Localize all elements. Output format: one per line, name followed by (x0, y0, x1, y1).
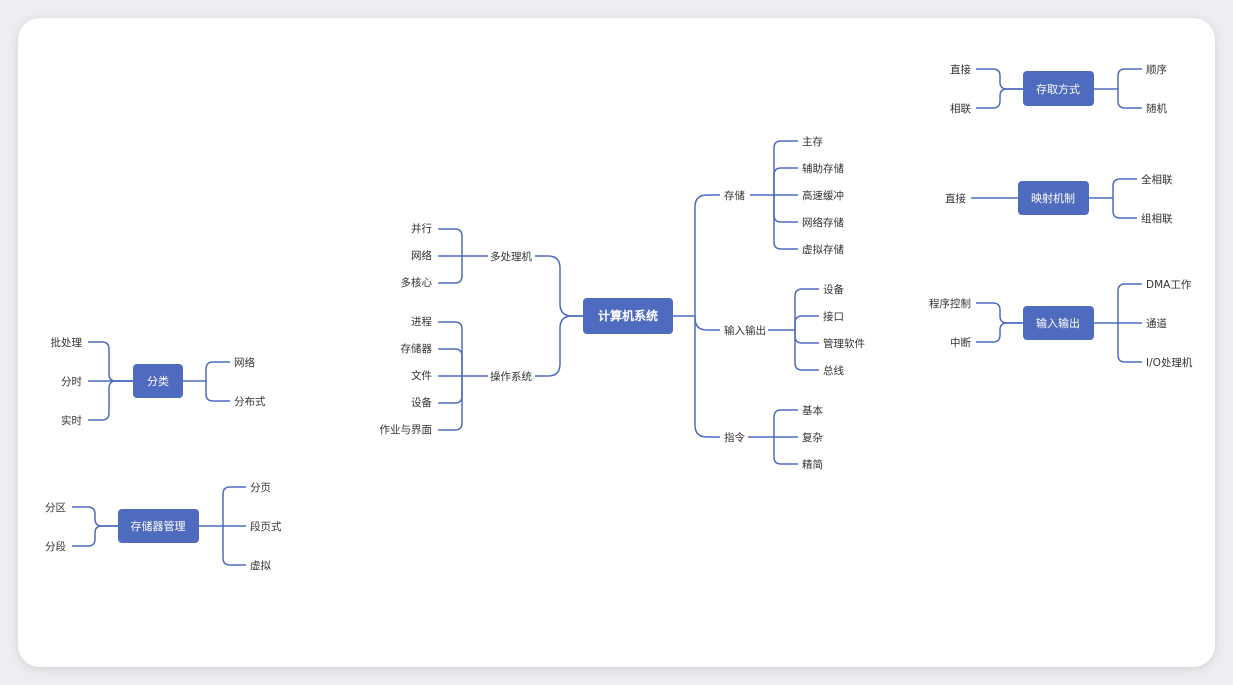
topic-iotopic-label: 输入输出 (1036, 316, 1080, 330)
canvas-card (18, 18, 1215, 667)
leaf-instr-1[interactable]: 复杂 (802, 431, 823, 444)
access-right-1[interactable]: 随机 (1146, 102, 1168, 115)
classify-left-0[interactable]: 批处理 (51, 336, 83, 349)
topic-mapping-label: 映射机制 (1031, 191, 1075, 205)
leaf-instr-0[interactable]: 基本 (802, 404, 823, 417)
root-node[interactable]: 计算机系统 (583, 298, 673, 334)
topic-classify-label: 分类 (147, 374, 169, 388)
iotopic-left-0[interactable]: 程序控制 (929, 297, 971, 310)
leaf-storage-1[interactable]: 辅助存储 (802, 162, 844, 175)
mapping-left-0[interactable]: 直接 (945, 192, 966, 205)
memmgr-right-1[interactable]: 段页式 (250, 520, 282, 533)
leaf-os-1[interactable]: 存储器 (401, 342, 433, 355)
leaf-io-1[interactable]: 接口 (823, 310, 844, 323)
memmgr-right-2[interactable]: 虚拟 (250, 559, 271, 572)
leaf-io-3[interactable]: 总线 (823, 364, 844, 377)
memmgr-left-0[interactable]: 分区 (45, 502, 66, 514)
topic-memmgr[interactable]: 存储器管理 (118, 509, 199, 543)
access-right-0[interactable]: 顺序 (1146, 63, 1167, 76)
connectors (72, 68, 1142, 566)
leaf-io-2[interactable]: 管理软件 (823, 337, 865, 350)
branch-instr[interactable]: 指令 (724, 431, 745, 444)
topic-iotopic[interactable]: 输入输出 (1023, 306, 1094, 340)
branch-multiproc[interactable]: 多处理机 (490, 250, 532, 263)
mapping-right-0[interactable]: 全相联 (1141, 173, 1173, 186)
access-left-0[interactable]: 直接 (950, 63, 971, 76)
topic-mapping[interactable]: 映射机制 (1018, 181, 1089, 215)
leaf-multiproc-0[interactable]: 并行 (411, 222, 432, 235)
branch-os[interactable]: 操作系统 (490, 370, 532, 383)
access-left-1[interactable]: 相联 (950, 102, 971, 115)
topic-access[interactable]: 存取方式 (1023, 71, 1094, 106)
topic-classify[interactable]: 分类 (133, 364, 183, 398)
leaf-os-4[interactable]: 作业与界面 (380, 424, 433, 436)
root-node-label: 计算机系统 (598, 308, 658, 323)
topic-access-label: 存取方式 (1036, 82, 1080, 96)
memmgr-right-0[interactable]: 分页 (250, 482, 271, 494)
leaf-storage-2[interactable]: 高速缓冲 (802, 189, 844, 202)
leaf-instr-2[interactable]: 精简 (802, 458, 823, 471)
mapping-right-1[interactable]: 组相联 (1141, 212, 1173, 225)
iotopic-right-1[interactable]: 通道 (1146, 317, 1168, 330)
iotopic-right-0[interactable]: DMA工作 (1146, 279, 1192, 291)
leaf-storage-4[interactable]: 虚拟存储 (802, 243, 844, 256)
iotopic-right-2[interactable]: I/O处理机 (1146, 356, 1193, 369)
classify-right-0[interactable]: 网络 (234, 356, 255, 369)
leaf-storage-0[interactable]: 主存 (802, 135, 823, 148)
classify-left-1[interactable]: 分时 (61, 376, 82, 388)
leaf-io-0[interactable]: 设备 (823, 283, 844, 296)
leaf-storage-3[interactable]: 网络存储 (802, 216, 844, 229)
classify-left-2[interactable]: 实时 (61, 414, 82, 427)
classify-right-1[interactable]: 分布式 (234, 395, 266, 408)
branch-io[interactable]: 输入输出 (724, 324, 766, 337)
leaf-multiproc-1[interactable]: 网络 (411, 249, 432, 262)
leaf-os-3[interactable]: 设备 (411, 396, 432, 409)
leaf-multiproc-2[interactable]: 多核心 (401, 276, 433, 289)
leaf-os-0[interactable]: 进程 (411, 316, 432, 328)
leaf-os-2[interactable]: 文件 (411, 369, 432, 382)
iotopic-left-1[interactable]: 中断 (950, 336, 971, 349)
topic-memmgr-label: 存储器管理 (131, 519, 186, 533)
memmgr-left-1[interactable]: 分段 (45, 540, 66, 553)
branch-storage[interactable]: 存储 (724, 189, 745, 202)
